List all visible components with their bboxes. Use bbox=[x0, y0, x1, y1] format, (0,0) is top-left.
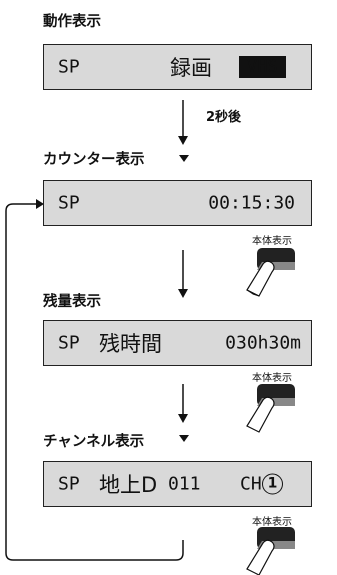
remaining-display-panel: SP 残時間 030h30m bbox=[43, 320, 312, 366]
remaining-time-value: 030h30m bbox=[225, 332, 301, 354]
channel-marker-arrow bbox=[179, 435, 189, 442]
arrow-counter-to-remaining bbox=[178, 250, 188, 298]
channel-display-label: チャンネル表示 bbox=[43, 434, 145, 450]
channel-number: 011 bbox=[168, 473, 201, 495]
delay-label: 2秒後 bbox=[206, 110, 242, 125]
remaining-display-label: 残量表示 bbox=[43, 294, 101, 310]
display-button-icon-1[interactable] bbox=[246, 248, 295, 297]
loop-back-arrowhead bbox=[36, 199, 44, 209]
operation-display-panel: SP 録画 VHS bbox=[43, 44, 312, 90]
counter-display-panel: SP 00:15:30 bbox=[43, 180, 312, 226]
channel-prefix: CH bbox=[240, 473, 262, 495]
mode-indicator: SP bbox=[58, 332, 80, 354]
display-button-caption-2: 本体表示 bbox=[252, 373, 292, 384]
broadcast-source: 地上D bbox=[99, 473, 158, 497]
display-button-caption-3: 本体表示 bbox=[252, 517, 292, 528]
display-button-icon-2[interactable] bbox=[246, 384, 295, 433]
operation-display-label: 動作表示 bbox=[43, 14, 101, 30]
counter-display-label: カウンター表示 bbox=[43, 152, 145, 168]
display-button-caption-1: 本体表示 bbox=[252, 236, 292, 247]
mode-indicator: SP bbox=[58, 473, 80, 495]
channel-display-panel: SP 地上D 011 CH 1 bbox=[43, 461, 312, 507]
counter-marker-arrow bbox=[179, 155, 189, 162]
arrow-operation-to-counter bbox=[178, 100, 188, 145]
channel-index-circle: 1 bbox=[262, 473, 283, 495]
mode-indicator: SP bbox=[58, 56, 80, 78]
mode-indicator: SP bbox=[58, 192, 80, 214]
display-button-icon-3[interactable] bbox=[246, 527, 295, 575]
vhs-badge: VHS bbox=[239, 56, 286, 78]
remaining-time-label: 残時間 bbox=[99, 332, 162, 356]
recording-status: 録画 bbox=[170, 56, 212, 80]
loop-back-line bbox=[5, 203, 184, 561]
arrow-remaining-to-channel bbox=[178, 384, 188, 423]
counter-readout: 00:15:30 bbox=[208, 192, 295, 214]
